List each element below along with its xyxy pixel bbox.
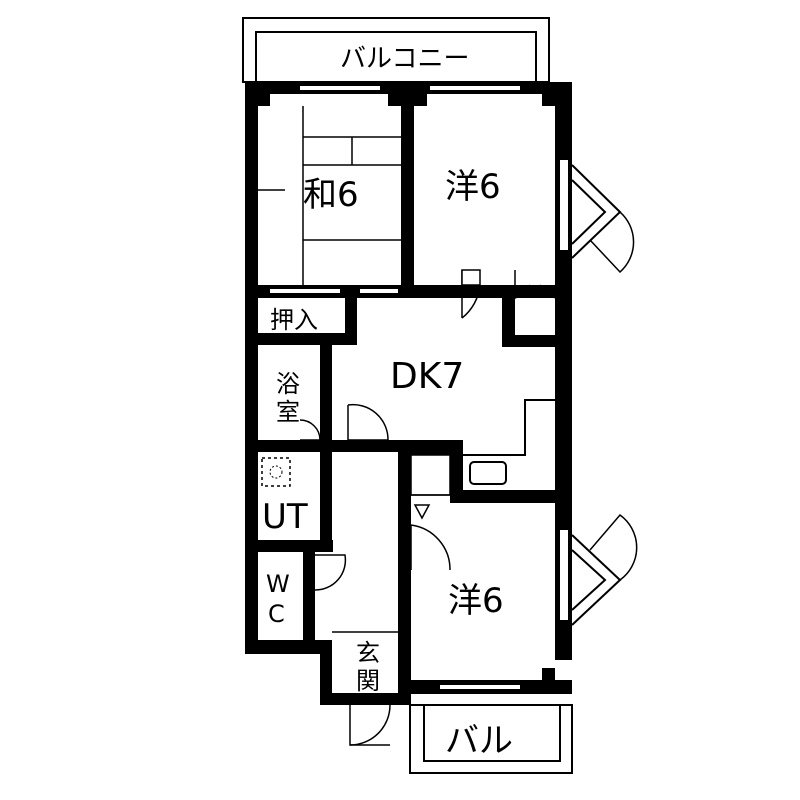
dk-label: DK7 [390,356,464,397]
washitsu-label: 和6 [303,175,359,215]
wc-label-1: W [266,570,290,598]
genkan-label-1: 玄 [356,639,380,667]
right-bay-top [571,164,635,274]
youshitsu-bottom-label: 洋6 [448,581,504,621]
walls [245,82,572,705]
youshitsu-top-label: 洋6 [445,167,501,207]
oshiire-label: 押入 [270,306,318,334]
genkan-label-2: 関 [356,667,380,695]
balcony-bottom [409,704,573,774]
balcony-bottom-label: バル [445,721,513,761]
right-bay-bottom [571,513,638,626]
door-swings [299,269,557,746]
washer-icon [261,457,291,487]
kitchen [463,399,555,485]
ut-label: UT [262,497,308,537]
balcony-top-label: バルコニー [340,44,469,74]
genkan-details [332,454,451,633]
tatami-lines [258,106,401,285]
wc-label-2: C [268,600,285,628]
bath-label-1: 浴 [276,370,300,398]
bath-label-2: 室 [276,398,300,426]
windows [270,86,568,689]
